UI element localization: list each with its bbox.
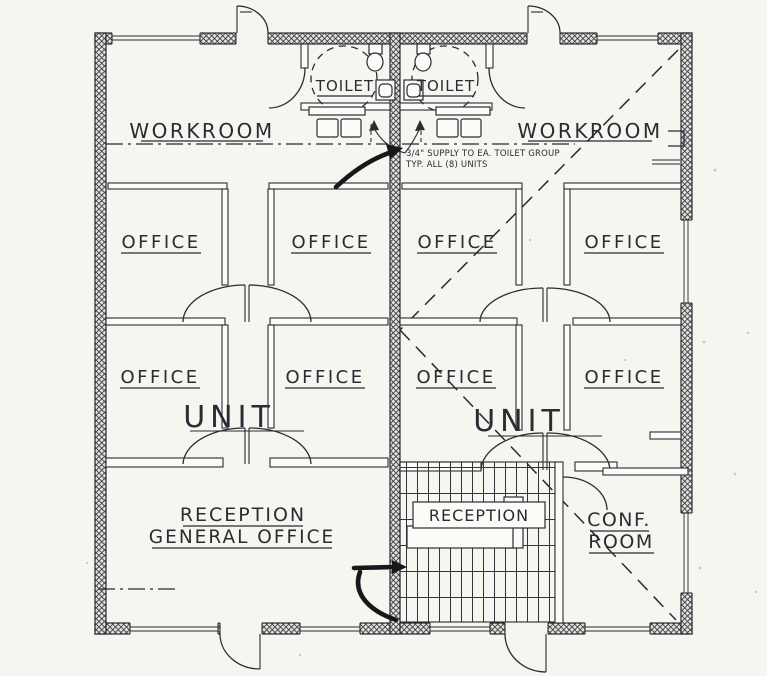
wall-segment	[485, 43, 494, 69]
door-swing	[235, 5, 269, 45]
reception-tiled-label: RECEPTION	[429, 506, 529, 525]
dashed-diagonals	[399, 49, 679, 621]
windows	[111, 32, 693, 635]
conference-label-line2: ROOM	[588, 531, 654, 553]
window	[596, 32, 659, 45]
party-wall	[389, 32, 401, 635]
conference-label-line1: CONF.	[587, 509, 651, 531]
office-label: OFFICE	[584, 367, 663, 388]
window	[584, 622, 651, 635]
window	[299, 622, 361, 635]
wall-segment	[574, 461, 618, 472]
counter	[435, 106, 491, 116]
window	[680, 512, 693, 594]
wall-segment	[105, 317, 226, 326]
door-swing	[268, 67, 306, 109]
exterior-walls	[94, 32, 693, 635]
window	[429, 622, 491, 635]
toilet-label-right: TOILET	[416, 77, 475, 95]
unit-label-left: UNIT	[183, 400, 275, 435]
office-label: OFFICE	[584, 232, 663, 253]
wall-segment	[515, 188, 523, 286]
marker-arrow	[351, 560, 407, 623]
door-swing	[219, 622, 263, 670]
arrowhead	[415, 120, 425, 131]
toilet-fixture	[366, 43, 384, 72]
door-swing	[504, 622, 549, 673]
wall-segment	[563, 324, 571, 431]
wall-segment	[268, 182, 389, 190]
bottom-band	[399, 461, 689, 624]
window	[680, 219, 693, 304]
wall-segment	[94, 32, 107, 635]
sink-fixture	[403, 79, 424, 101]
toilet-label-left: TOILET	[315, 77, 374, 95]
door-swing	[488, 67, 526, 109]
wall-segment	[107, 182, 228, 190]
wall-segment	[602, 467, 689, 476]
reception-counter	[406, 525, 514, 549]
office-label: OFFICE	[120, 367, 199, 388]
office-row-1	[105, 182, 682, 326]
double-door-swing	[182, 427, 312, 465]
window	[111, 32, 201, 45]
arrowhead	[369, 120, 379, 131]
workroom-label-left: WORKROOM	[129, 119, 274, 143]
annotation-leaders	[369, 120, 425, 154]
supply-annotation-line1: 3/4" SUPPLY TO EA. TOILET GROUP	[406, 149, 560, 159]
wall-segment	[515, 324, 523, 431]
wall-segment	[399, 317, 518, 326]
lavatory-fixtures	[316, 118, 482, 138]
wall-segment	[221, 324, 229, 429]
unit-label-right: UNIT	[473, 404, 565, 439]
wall-segment	[572, 317, 682, 326]
wall-segment	[105, 457, 224, 468]
wall-segment	[649, 431, 682, 440]
marker-arrow	[333, 144, 403, 190]
reception-general-line2: GENERAL OFFICE	[149, 527, 335, 548]
office-label: OFFICE	[416, 367, 495, 388]
door-swing	[526, 5, 561, 45]
wall-segment	[267, 324, 275, 429]
wall-segment	[269, 457, 389, 468]
wall-segment	[300, 43, 309, 69]
entry-doors	[219, 5, 561, 673]
bracket-symbol	[668, 130, 685, 147]
window	[129, 622, 219, 635]
wall-segment	[221, 188, 229, 286]
wall-segment	[269, 317, 389, 326]
toilet-block	[268, 43, 526, 138]
double-door-swing	[479, 287, 611, 323]
office-label: OFFICE	[285, 367, 364, 388]
wall-segment	[267, 188, 275, 286]
wall-segment	[563, 188, 571, 286]
wall-segment	[554, 461, 564, 624]
office-label: OFFICE	[417, 232, 496, 253]
office-label: OFFICE	[121, 232, 200, 253]
sink-fixture	[375, 79, 396, 101]
supply-annotation-line2: TYP. ALL (8) UNITS	[405, 160, 488, 170]
counter	[308, 106, 366, 116]
toilet-fixture	[414, 43, 432, 72]
office-label: OFFICE	[291, 232, 370, 253]
reception-general-line1: RECEPTION	[180, 504, 306, 526]
double-door-swing	[182, 284, 312, 323]
dash-dot-lines	[98, 130, 685, 590]
wall-segment	[401, 182, 523, 190]
label-backing	[412, 501, 546, 529]
workroom-label-right: WORKROOM	[517, 119, 662, 143]
marker-arrows	[333, 144, 407, 623]
scan-noise	[85, 168, 758, 657]
wall-segment	[563, 182, 682, 190]
door-swing	[562, 476, 608, 511]
wall-segment	[680, 32, 693, 635]
room-labels: WORKROOM WORKROOM TOILET TOILET OFFICE O…	[120, 77, 664, 554]
